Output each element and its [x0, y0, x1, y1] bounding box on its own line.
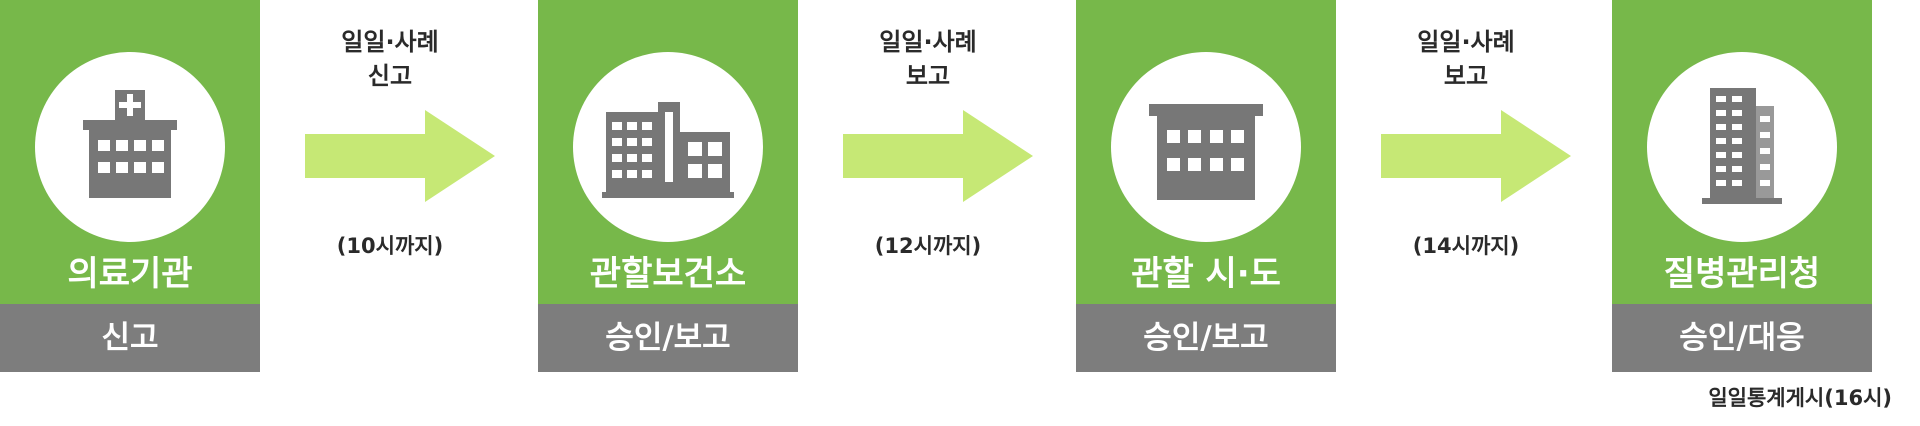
- stage-action: 신고: [0, 304, 260, 372]
- stage-action: 승인/보고: [1076, 304, 1336, 372]
- stage-icon-circle: [1647, 52, 1837, 242]
- connector-label-line1: 일일·사례: [879, 28, 977, 56]
- stage-health-center: 관할보건소 승인/보고: [538, 0, 798, 372]
- connector-label-line1: 일일·사례: [341, 28, 439, 56]
- stage-kdca: 질병관리청 승인/대응: [1612, 0, 1872, 372]
- stage-medical-institution: 의료기관 신고: [0, 0, 260, 372]
- connector-deadline: (10시까지): [336, 234, 444, 258]
- connector-label-line2: 신고: [367, 62, 413, 90]
- connector-label-line1: 일일·사례: [1417, 28, 1515, 56]
- office-tower-icon: [1702, 88, 1782, 204]
- connector-label: 일일·사례 신고: [290, 25, 490, 93]
- stage-name: 관할 시·도: [1131, 254, 1281, 294]
- connector-label-line2: 보고: [905, 62, 951, 90]
- stage-icon-circle: [573, 52, 763, 242]
- hospital-icon: [83, 90, 177, 198]
- connector-deadline: (14시까지): [1412, 234, 1520, 258]
- city-hall-icon: [1149, 104, 1263, 200]
- connector-label: 일일·사례 보고: [828, 25, 1028, 93]
- stage-icon-circle: [35, 52, 225, 242]
- stage-name: 관할보건소: [589, 254, 747, 294]
- right-arrow-icon: [1381, 110, 1571, 202]
- connector-report: 일일·사례 신고 (10시까지): [290, 0, 495, 372]
- right-arrow-icon: [843, 110, 1033, 202]
- stage-action: 승인/보고: [538, 304, 798, 372]
- stage-name: 질병관리청: [1663, 254, 1821, 294]
- health-center-icon: [602, 102, 734, 198]
- stage-action: 승인/대응: [1612, 304, 1872, 372]
- connector-label-line2: 보고: [1443, 62, 1489, 90]
- connector-deadline: (12시까지): [874, 234, 982, 258]
- connector-report: 일일·사례 보고 (12시까지): [828, 0, 1033, 372]
- connector-report: 일일·사례 보고 (14시까지): [1366, 0, 1571, 372]
- stage-city-province: 관할 시·도 승인/보고: [1076, 0, 1336, 372]
- daily-statistics-note: 일일통계게시(16시): [1708, 386, 1892, 410]
- connector-label: 일일·사례 보고: [1366, 25, 1566, 93]
- stage-name: 의료기관: [67, 254, 193, 294]
- stage-icon-circle: [1111, 52, 1301, 242]
- right-arrow-icon: [305, 110, 495, 202]
